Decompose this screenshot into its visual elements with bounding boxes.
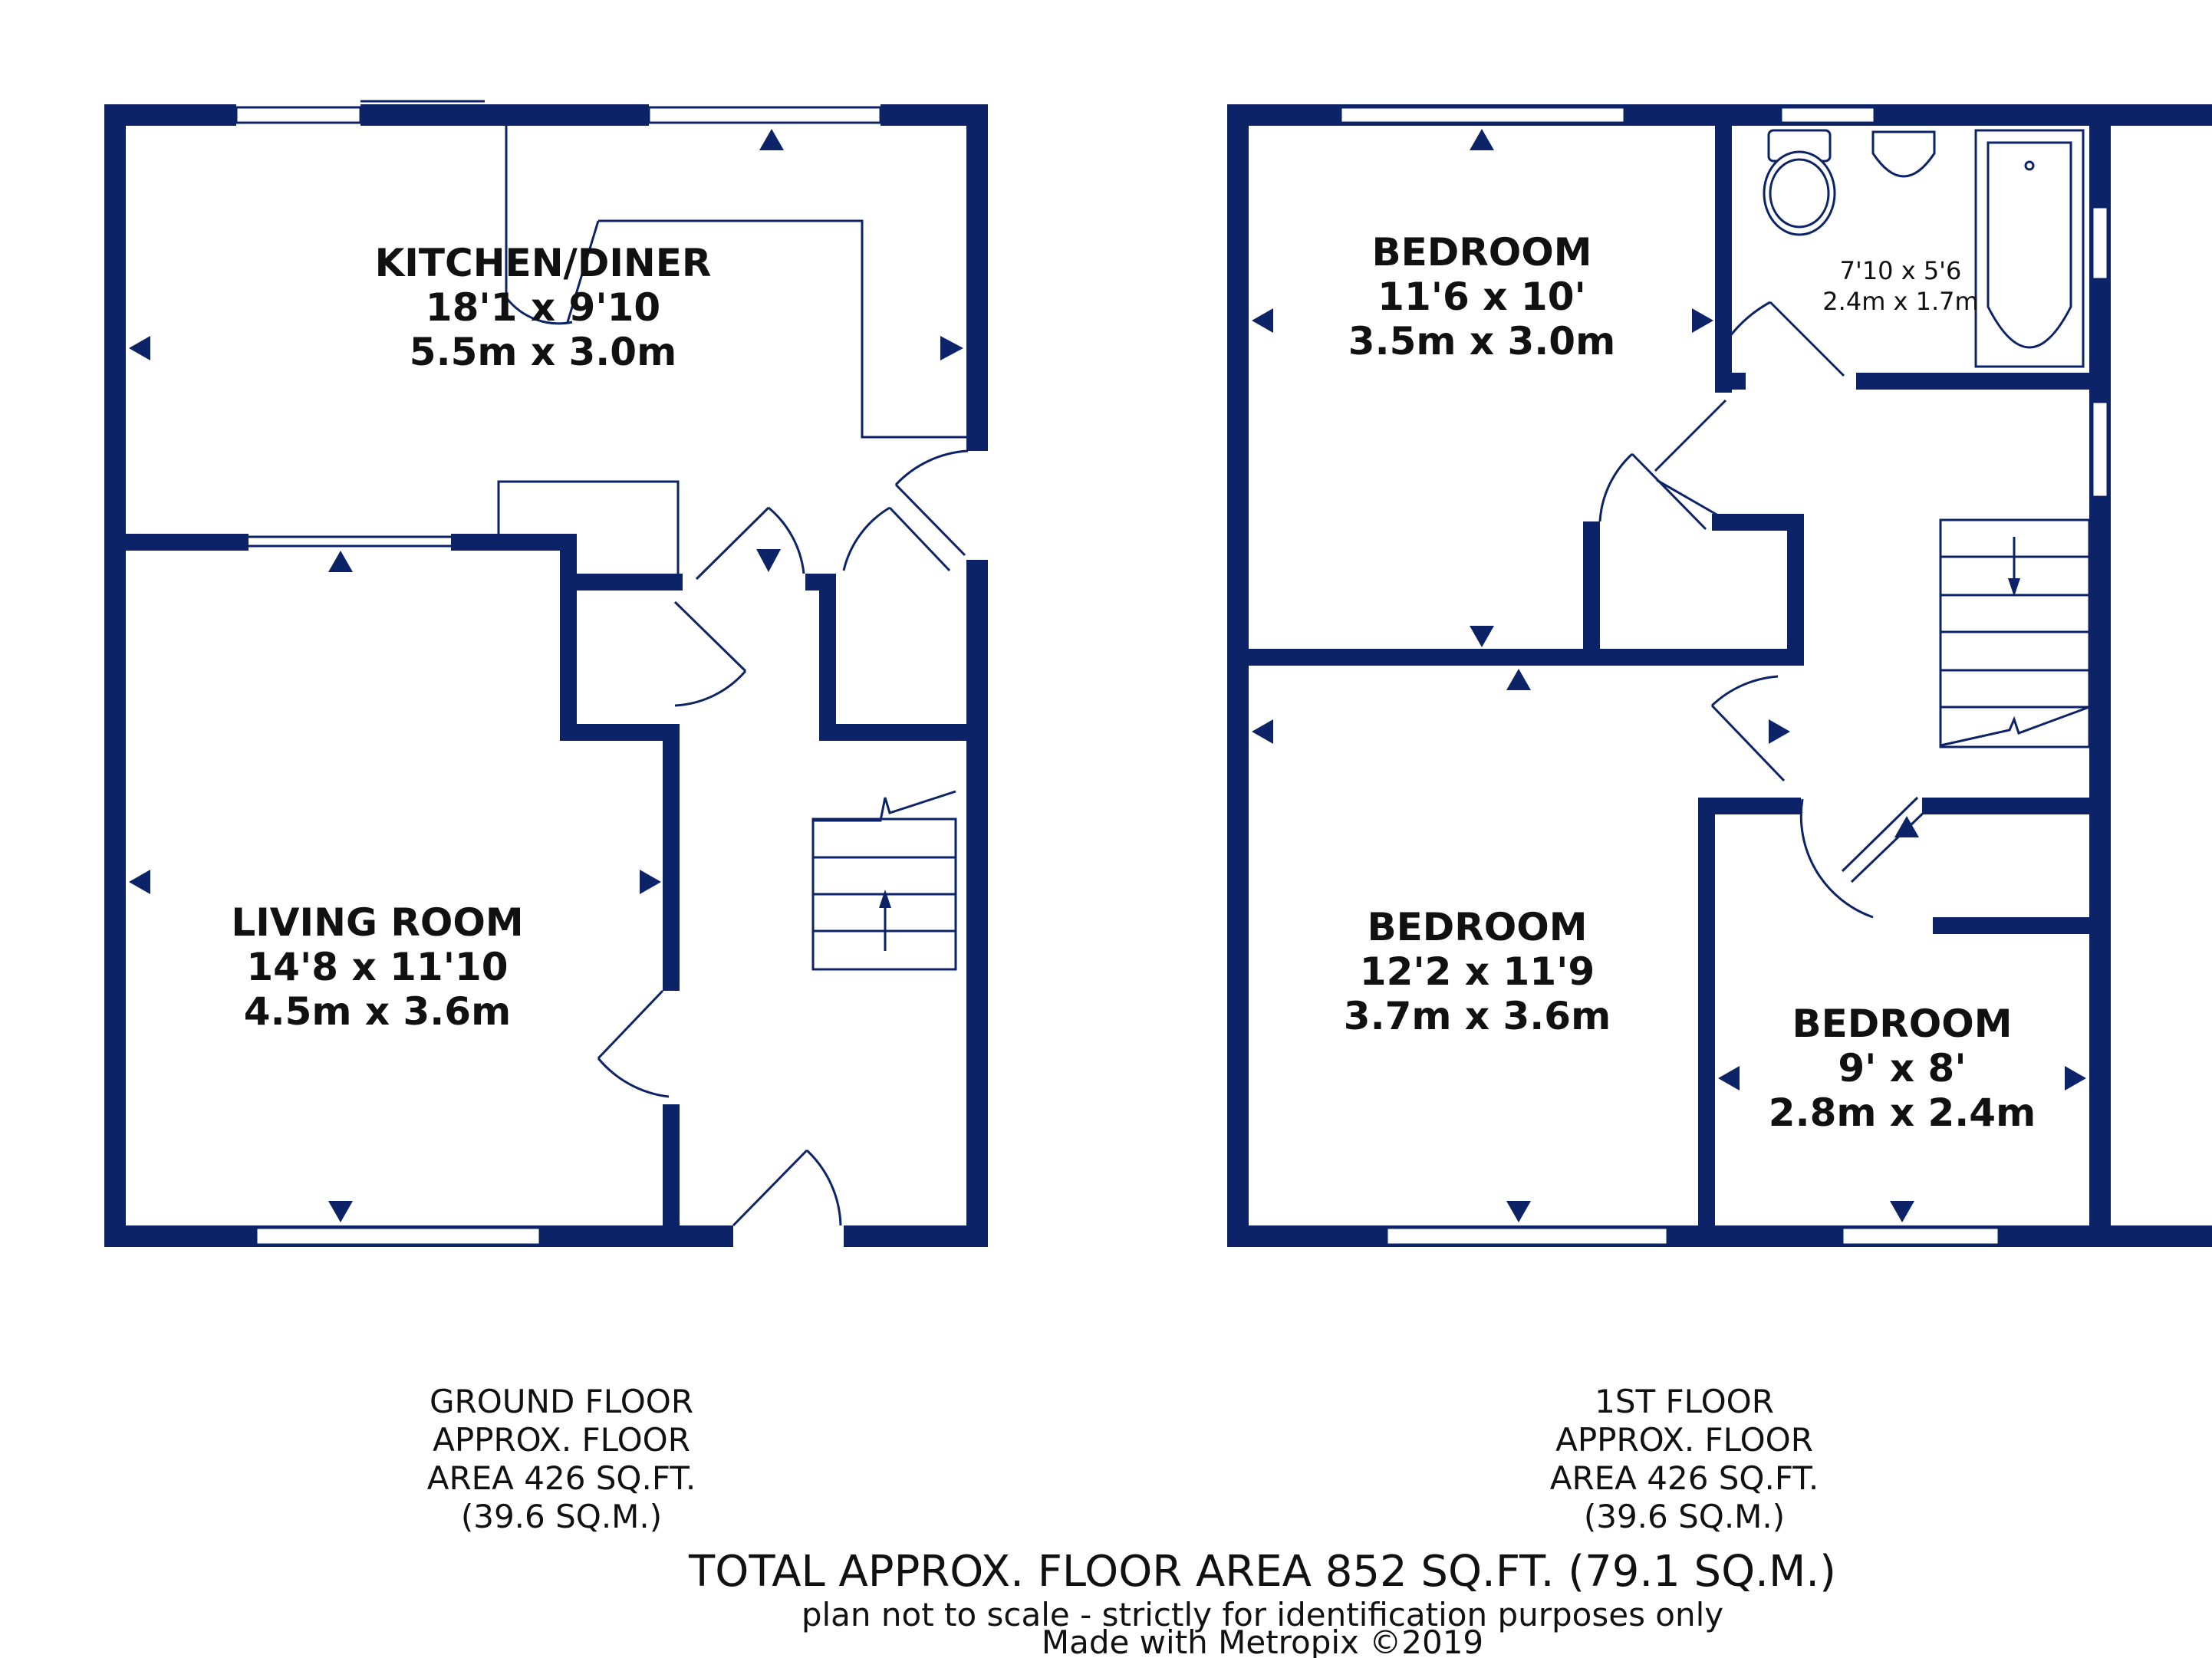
living-room-metric: 4.5m x 3.6m	[244, 989, 511, 1034]
disclaimer: plan not to scale - strictly for identif…	[802, 1596, 1723, 1633]
hall-cupboard-wall-west	[819, 574, 836, 735]
ground-south-wall-right	[844, 1225, 988, 1247]
living-east-wall-lower	[663, 1104, 680, 1247]
ground-north-wall-2	[360, 104, 649, 126]
bedroom2-window	[1385, 1226, 1669, 1246]
closet-south-wall	[560, 724, 680, 741]
bed3-west-wall	[1698, 798, 1715, 1247]
kitchen-counter	[497, 480, 680, 574]
first-south-wall	[1227, 1225, 2212, 1247]
ground-caption-line-4: (39.6 SQ.M.)	[461, 1498, 662, 1535]
landing-window	[2091, 400, 2109, 498]
kitchen-imperial: 18'1 x 9'10	[426, 285, 660, 330]
bedroom2-imperial: 12'2 x 11'9	[1360, 949, 1595, 994]
ground-west-wall	[104, 104, 126, 1247]
bedroom3-name: BEDROOM	[1792, 1002, 2012, 1046]
bed3-north-wall-right	[1933, 917, 2111, 934]
bathroom-imperial: 7'10 x 5'6	[1840, 256, 1962, 285]
first-floor-plan: BEDROOM 11'6 x 10' 3.5m x 3.0m 7'10 x 5'…	[1227, 104, 2212, 1247]
bedroom2-metric: 3.7m x 3.6m	[1344, 994, 1611, 1038]
bedroom1-name: BEDROOM	[1371, 230, 1592, 275]
hall-cupboard-wall-south	[819, 724, 988, 741]
ground-east-wall-upper	[966, 104, 988, 451]
kitchen-patio-door	[235, 106, 362, 124]
cupboard-east-wall	[1787, 514, 1804, 666]
first-floor-caption: 1ST FLOOR APPROX. FLOOR AREA 426 SQ.FT. …	[1550, 1383, 1819, 1535]
first-stairs	[1939, 518, 2091, 748]
first-caption-line-1: 1ST FLOOR	[1595, 1383, 1774, 1420]
bedroom2-name: BEDROOM	[1367, 905, 1587, 949]
living-room-name: LIVING ROOM	[231, 900, 523, 945]
bath-wall-stub	[1715, 373, 1746, 390]
ground-floor-plan: KITCHEN/DINER 18'1 x 9'10 5.5m x 3.0m LI…	[104, 100, 988, 1247]
first-caption-line-2: APPROX. FLOOR	[1555, 1421, 1813, 1459]
living-room-window	[255, 1226, 541, 1246]
bathroom-metric: 2.4m x 1.7m	[1822, 287, 1978, 316]
bathroom-window	[1779, 106, 1876, 124]
ground-caption-line-3: AREA 426 SQ.FT.	[427, 1459, 696, 1497]
bed3-north-wall-left	[1698, 798, 1801, 814]
bedroom3-window	[1841, 1226, 2000, 1246]
first-caption-line-3: AREA 426 SQ.FT.	[1550, 1459, 1819, 1497]
first-west-wall	[1227, 104, 1249, 1247]
ground-caption-line-2: APPROX. FLOOR	[433, 1421, 690, 1459]
ground-north-wall-3	[881, 104, 988, 126]
wash-basin	[1871, 130, 1936, 178]
bedroom1-window	[1339, 106, 1626, 124]
kitchen-worktop	[598, 219, 966, 439]
bedroom3-imperial: 9' x 8'	[1838, 1046, 1966, 1091]
ground-stairs	[811, 790, 957, 971]
closet-west-wall	[560, 534, 577, 741]
divide-wall-left	[126, 534, 249, 551]
cupboard-north-wall	[1712, 514, 1804, 531]
landing-cupboard-south-wall	[1922, 798, 2111, 814]
bedroom1-imperial: 11'6 x 10'	[1378, 275, 1586, 319]
bath-south-wall	[1856, 373, 2111, 390]
first-caption-line-4: (39.6 SQ.M.)	[1584, 1498, 1785, 1535]
bathroom-fixtures	[1763, 129, 2085, 368]
ground-floor-caption: GROUND FLOOR APPROX. FLOOR AREA 426 SQ.F…	[427, 1383, 696, 1535]
first-east-wall	[2089, 104, 2111, 1247]
ground-caption-line-1: GROUND FLOOR	[430, 1383, 693, 1420]
metropix-credit: Made with Metropix ©2019	[1042, 1623, 1483, 1658]
ground-north-wall-1	[104, 104, 236, 126]
living-room-imperial: 14'8 x 11'10	[246, 945, 508, 989]
kitchen-metric: 5.5m x 3.0m	[410, 330, 676, 374]
kitchen-window	[647, 106, 882, 124]
bathroom-side-window	[2091, 206, 2109, 281]
divide-wall-right	[451, 534, 577, 551]
bed1-bed2-wall	[1249, 649, 1795, 666]
kitchen-name: KITCHEN/DINER	[375, 241, 712, 285]
living-east-wall-upper	[663, 724, 680, 991]
bedroom1-metric: 3.5m x 3.0m	[1348, 319, 1615, 364]
ground-east-wall-lower	[966, 560, 988, 1247]
bed1-east-wall	[1715, 126, 1732, 393]
total-area: TOTAL APPROX. FLOOR AREA 852 SQ.FT. (79.…	[688, 1547, 1836, 1597]
bedroom3-metric: 2.8m x 2.4m	[1769, 1091, 2036, 1135]
cupboard-west-wall	[1583, 521, 1600, 666]
closet-north-wall	[575, 574, 683, 590]
